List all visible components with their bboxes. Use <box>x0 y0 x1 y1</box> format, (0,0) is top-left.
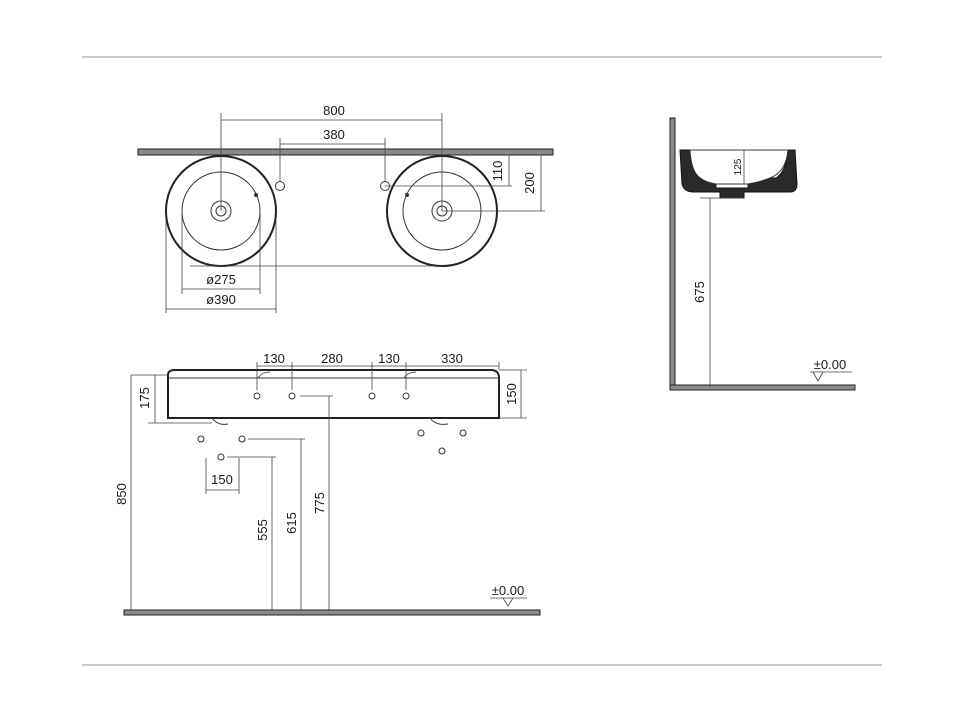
fixing-hole <box>459 429 467 437</box>
right-overflow <box>405 193 409 197</box>
dim-275: ø275 <box>206 272 236 287</box>
dim-800: 800 <box>323 103 345 118</box>
dim-150-right: 150 <box>504 383 519 405</box>
dim-850: 850 <box>114 483 129 505</box>
fixing-hole <box>238 435 246 443</box>
top-view: 800 380 110 200 ø275 ø390 <box>137 103 554 313</box>
left-overflow <box>254 193 258 197</box>
front-floor-label: ±0.00 <box>492 583 524 598</box>
dim-280: 280 <box>321 351 343 366</box>
dim-775: 775 <box>312 492 327 514</box>
dim-555: 555 <box>255 519 270 541</box>
dim-125: 125 <box>733 158 744 175</box>
front-view: 130 280 130 330 175 150 150 850 555 615 <box>114 351 541 616</box>
side-view-wall <box>669 117 676 391</box>
left-tap-hole <box>275 181 285 191</box>
fixing-hole <box>417 429 425 437</box>
fixing-hole <box>197 435 205 443</box>
dim-110: 110 <box>490 161 505 182</box>
dim-150-bottom: 150 <box>211 472 233 487</box>
side-view-floor <box>669 384 856 391</box>
front-view-floor <box>123 609 541 616</box>
dim-390: ø390 <box>206 292 236 307</box>
dim-200: 200 <box>522 172 537 194</box>
dim-615: 615 <box>284 512 299 534</box>
front-basin-body <box>167 369 500 419</box>
fixing-hole <box>438 447 446 455</box>
dim-130-left: 130 <box>263 351 285 366</box>
dim-175: 175 <box>137 387 152 409</box>
dim-380: 380 <box>323 127 345 142</box>
side-view: 125 675 ±0.00 <box>669 117 856 391</box>
dim-675: 675 <box>692 281 707 303</box>
side-floor-label: ±0.00 <box>814 357 846 372</box>
dim-130-right: 130 <box>378 351 400 366</box>
top-view-wall <box>137 148 554 156</box>
fixing-hole <box>217 453 225 461</box>
dim-330: 330 <box>441 351 463 366</box>
